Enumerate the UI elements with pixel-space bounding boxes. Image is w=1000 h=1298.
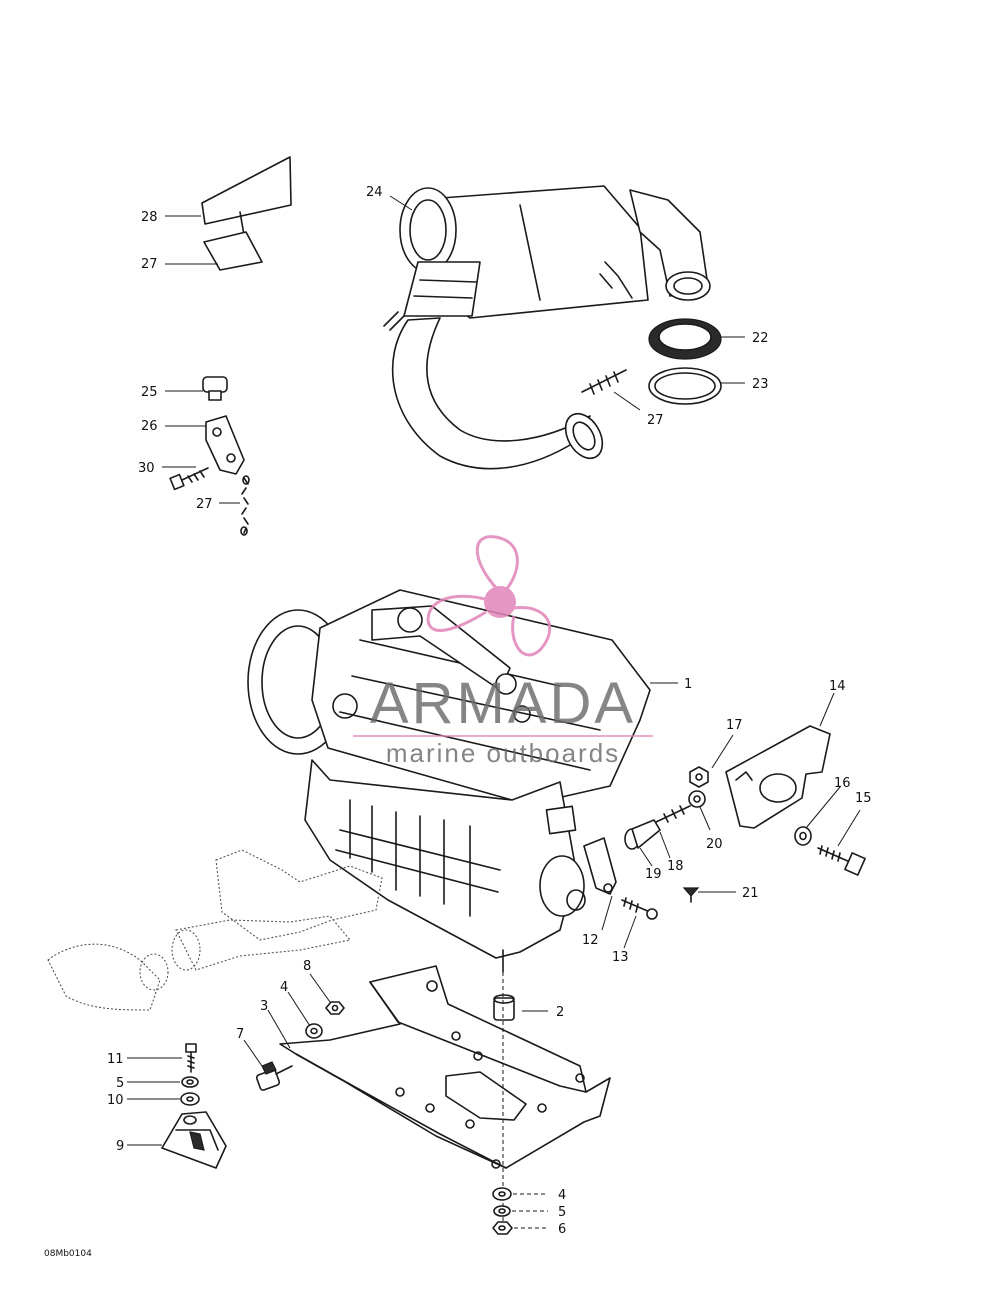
callout-2: 2: [556, 1005, 564, 1020]
callout-30: 30: [138, 461, 155, 476]
spring-27-left: [240, 475, 250, 536]
gasket-ring-23: [648, 367, 722, 405]
callout-6: 6: [558, 1222, 566, 1237]
diagram-code: 08Mb0104: [44, 1249, 92, 1259]
callout-5-left: 5: [116, 1076, 124, 1091]
washer-10: [180, 1092, 200, 1106]
gasket-22: [648, 318, 722, 360]
callout-17: 17: [726, 718, 743, 733]
callout-15: 15: [855, 791, 872, 806]
callout-26: 26: [141, 419, 158, 434]
callout-21: 21: [742, 886, 759, 901]
brand-watermark: ARMADA marine outboards: [353, 535, 653, 768]
callout-7: 7: [236, 1027, 244, 1042]
callout-4-left: 4: [280, 980, 288, 995]
washer-16: [794, 826, 812, 846]
engine-1: [247, 589, 651, 973]
callout-28: 27: [141, 257, 158, 272]
callout-8: 8: [303, 959, 311, 974]
bolt-15: [817, 845, 866, 876]
callout-24: 24: [366, 185, 383, 200]
callout-4-bottom: 4: [558, 1188, 566, 1203]
spacer-2: [493, 994, 515, 1021]
propeller-logo: [426, 535, 552, 657]
callout-9: 9: [116, 1139, 124, 1154]
muffler-24: [383, 185, 711, 470]
rubber-cap-25: [202, 376, 228, 401]
callout-labels: 28 27 25 26 30 27 24 22 23 27 1 14 17 16…: [44, 185, 872, 1259]
callout-23: 23: [752, 377, 769, 392]
washer-4-left: [305, 1023, 323, 1039]
callout-5-bottom: 5: [558, 1205, 566, 1220]
screw-11: [185, 1043, 197, 1073]
bushing-19: [624, 819, 661, 850]
washer-4-bottom: [492, 1187, 512, 1201]
callout-16: 16: [834, 776, 851, 791]
lock-washer-5-bottom: [493, 1205, 511, 1217]
watermark-tagline: marine outboards: [386, 738, 620, 768]
decal-29: [201, 156, 292, 236]
callout-29: 28: [141, 210, 158, 225]
callout-13: 13: [612, 950, 629, 965]
lock-washer-5-left: [181, 1076, 199, 1088]
leader-lines: [127, 195, 861, 1229]
callout-18: 18: [667, 859, 684, 874]
bolt-30: [169, 467, 209, 491]
bracket-12: [583, 837, 617, 895]
exhaust-manifold-ghost: [47, 849, 383, 1011]
spring-27-top: [581, 369, 627, 395]
watermark-brand: ARMADA: [370, 671, 636, 736]
callout-10: 10: [107, 1093, 124, 1108]
rubber-mount-7: [255, 1061, 293, 1091]
callout-22: 22: [752, 331, 769, 346]
bracket-26: [205, 415, 245, 475]
callout-1: 1: [684, 677, 692, 692]
engine-bed-3: [279, 965, 611, 1169]
rivet-21: [682, 887, 700, 903]
screw-13: [621, 897, 658, 920]
callout-3: 3: [260, 999, 268, 1014]
callout-19: 19: [645, 867, 662, 882]
callout-14: 14: [829, 679, 846, 694]
washer-20: [688, 790, 706, 808]
callout-27-top: 27: [647, 413, 664, 428]
nut-17: [689, 766, 709, 788]
nut-8: [325, 1001, 345, 1015]
callout-20: 20: [706, 837, 723, 852]
callout-27-left: 27: [196, 497, 213, 512]
motor-mount-9: [161, 1111, 227, 1169]
callout-25: 25: [141, 385, 158, 400]
nut-6: [492, 1221, 513, 1235]
callout-11: 11: [107, 1052, 124, 1067]
callout-12: 12: [582, 933, 599, 948]
stud-18: [655, 805, 691, 823]
mount-plate-14: [725, 725, 831, 829]
decal-28: [203, 231, 263, 271]
